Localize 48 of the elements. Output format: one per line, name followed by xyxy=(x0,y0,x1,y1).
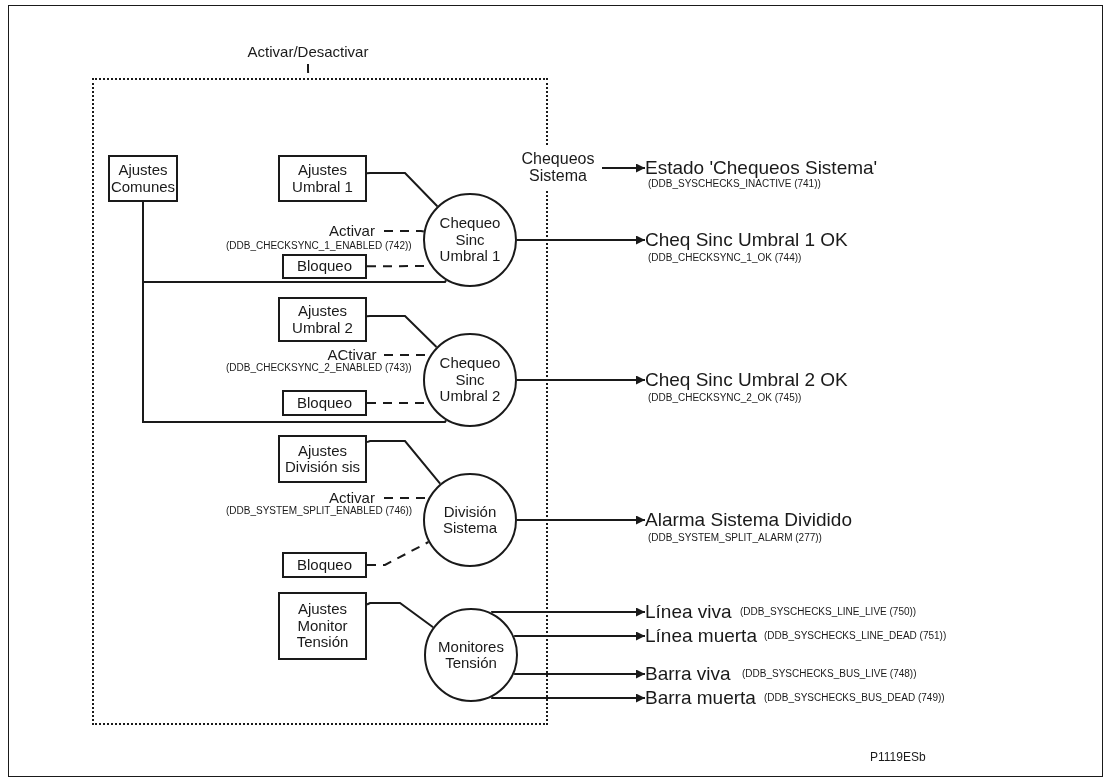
function-circle: Chequeo Sinc Umbral 2 xyxy=(423,333,517,427)
signal-name: (DDB_CHECKSYNC_1_ENABLED (742)) xyxy=(226,240,412,251)
arrow xyxy=(513,631,646,641)
enable-label: Activar xyxy=(320,222,384,240)
block-box: Bloqueo xyxy=(282,390,367,416)
signal-name: (DDB_SYSTEM_SPLIT_ALARM (277)) xyxy=(648,532,822,543)
connector-line xyxy=(366,602,435,629)
signal-name: (DDB_SYSCHECKS_LINE_LIVE (750)) xyxy=(740,606,917,617)
output-signal-label: Línea viva xyxy=(645,601,732,623)
settings-box: Ajustes División sis xyxy=(278,435,367,483)
signal-name: (DDB_CHECKSYNC_2_OK (745)) xyxy=(648,392,802,403)
arrow xyxy=(513,669,646,679)
function-circle: División Sistema xyxy=(423,473,517,567)
output-signal-label: Barra muerta xyxy=(645,687,756,709)
arrow xyxy=(490,693,646,703)
dashed-line xyxy=(383,230,425,233)
signal-name: (DDB_SYSCHECKS_LINE_DEAD (751)) xyxy=(764,630,947,641)
connector-line xyxy=(366,440,442,485)
function-circle: Chequeo Sinc Umbral 1 xyxy=(423,193,517,287)
arrow xyxy=(516,515,646,525)
output-signal-label: Cheq Sinc Umbral 2 OK xyxy=(645,368,848,392)
block-box: Bloqueo xyxy=(282,552,367,578)
arrow xyxy=(516,235,646,245)
output-signal-label: Cheq Sinc Umbral 1 OK xyxy=(645,228,848,252)
enable-disable-label: Activar/Desactivar xyxy=(226,40,390,64)
signal-name: (DDB_SYSTEM_SPLIT_ENABLED (746)) xyxy=(226,505,413,516)
signal-name: (DDB_SYSCHECKS_INACTIVE (741)) xyxy=(648,178,821,189)
block-box: Bloqueo xyxy=(282,254,367,279)
settings-box: Ajustes Monitor Tensión xyxy=(278,592,367,660)
figure-id-label: P1119ESb xyxy=(870,750,926,764)
signal-name: (DDB_CHECKSYNC_1_OK (744)) xyxy=(648,252,802,263)
arrow xyxy=(516,375,646,385)
output-signal-label: Estado 'Chequeos Sistema' xyxy=(645,157,878,179)
arrow xyxy=(490,607,646,617)
settings-box: Ajustes Umbral 2 xyxy=(278,297,367,342)
signal-name: (DDB_SYSCHECKS_BUS_DEAD (749)) xyxy=(764,692,945,703)
signal-name: (DDB_CHECKSYNC_2_ENABLED (743)) xyxy=(226,362,412,373)
arrow xyxy=(601,163,646,173)
dashed-line xyxy=(366,541,430,566)
output-signal-label: Barra viva xyxy=(645,663,731,685)
connector-line xyxy=(366,172,439,208)
output-signal-label: Línea muerta xyxy=(645,625,757,647)
settings-box: Ajustes Comunes xyxy=(108,155,178,202)
signal-name: (DDB_SYSCHECKS_BUS_LIVE (748)) xyxy=(742,668,917,679)
connector-line xyxy=(366,315,438,348)
output-signal-label: Alarma Sistema Dividido xyxy=(645,508,852,532)
settings-box: Ajustes Umbral 1 xyxy=(278,155,367,202)
function-circle: Monitores Tensión xyxy=(424,608,518,702)
